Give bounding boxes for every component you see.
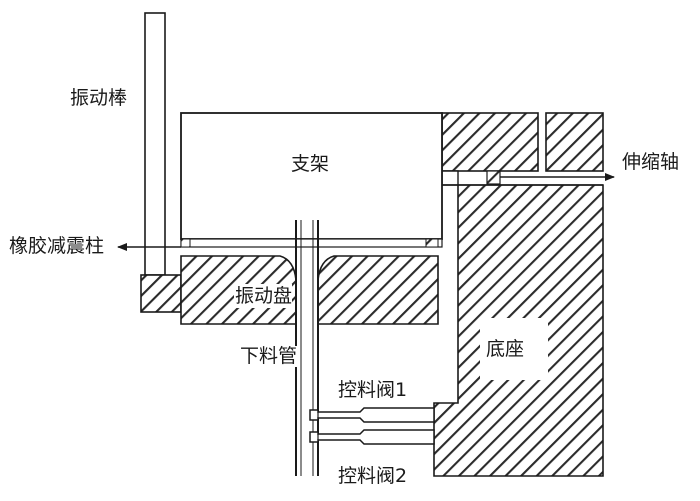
bracket-base-step [441, 170, 459, 186]
vibrating-rod [144, 12, 166, 276]
base-label-panel [480, 318, 548, 380]
rubber-damping-column-right [425, 238, 439, 248]
upper-right-block-b [545, 112, 604, 172]
label-base: 底座 [486, 338, 525, 360]
upper-right-block-a [441, 112, 539, 172]
rubber-damping-strip [180, 238, 443, 248]
label-control-valve-1: 控料阀1 [336, 379, 410, 401]
vibration-plate-right [317, 255, 439, 325]
bracket-body [180, 112, 443, 240]
vibrating-rod-base [140, 274, 182, 313]
vibration-plate-label-panel [234, 284, 292, 308]
telescopic-shaft-block [486, 170, 501, 185]
label-control-valve-2: 控料阀2 [336, 465, 410, 487]
label-rubber-damping-column: 橡胶减震柱 [9, 235, 105, 257]
control-valve-2 [309, 429, 435, 445]
control-valve-1 [309, 407, 435, 423]
label-feed-pipe: 下料管 [238, 345, 300, 367]
rubber-damping-column-left [180, 238, 191, 248]
label-bracket: 支架 [291, 153, 330, 175]
label-vibrating-rod: 振动棒 [70, 87, 128, 109]
label-vibration-plate: 振动盘 [235, 285, 293, 307]
label-telescopic-shaft: 伸缩轴 [622, 151, 680, 173]
